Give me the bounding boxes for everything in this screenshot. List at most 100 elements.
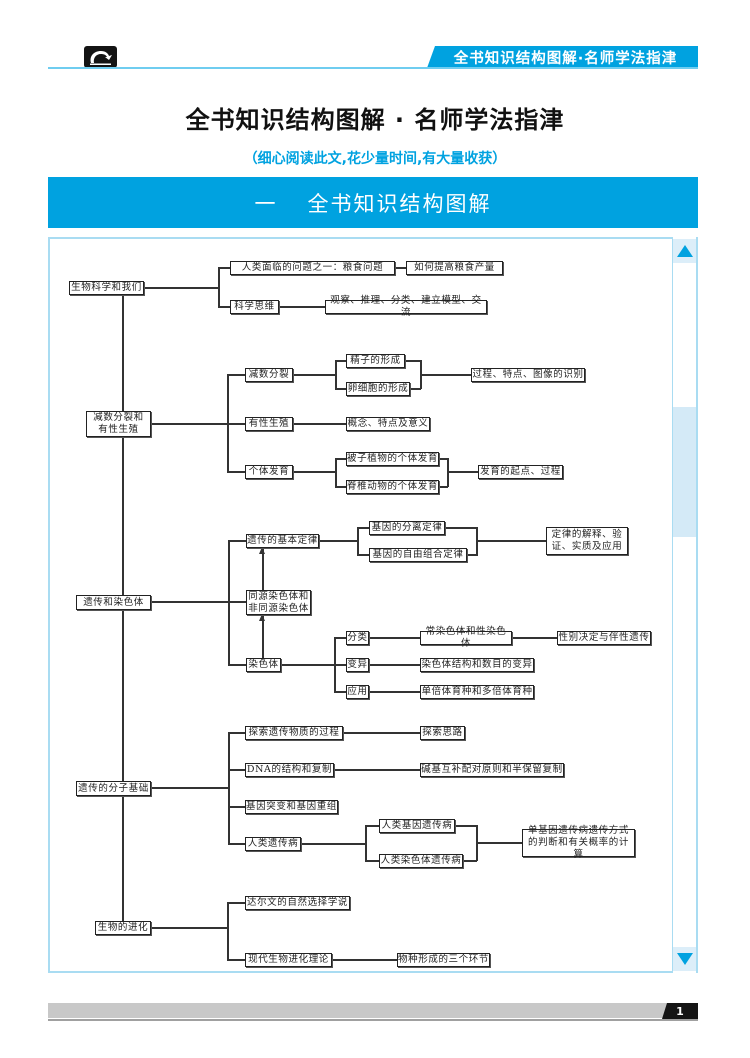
connector-line <box>343 732 420 734</box>
connector-line <box>218 306 230 308</box>
publisher-logo <box>84 46 117 68</box>
leaf-node: 探索思路 <box>420 726 465 740</box>
connector-line <box>228 769 245 771</box>
connector-line <box>335 458 337 488</box>
root-topic-node: 减数分裂和 有性生殖 <box>86 411 151 437</box>
branch-node: 现代生物进化理论 <box>245 953 332 967</box>
sub-branch-node: 应用 <box>346 685 369 699</box>
footer-divider <box>48 1019 698 1021</box>
connector-line <box>293 374 336 376</box>
branch-node: 达尔文的自然选择学说 <box>245 896 350 910</box>
page-subtitle: （细心阅读此文,花少量时间,有大量收获） <box>243 151 507 167</box>
connector-line <box>467 554 477 556</box>
leaf-node: 单倍体育种和多倍体育种 <box>420 685 534 699</box>
connector-line <box>512 637 557 639</box>
triangle-up-icon <box>676 245 693 257</box>
vertical-scrollbar[interactable] <box>672 237 698 973</box>
connector-line <box>357 554 369 556</box>
footer-bar <box>48 1003 670 1018</box>
connector-line <box>279 306 325 308</box>
connector-line <box>228 540 246 542</box>
connector-line <box>332 959 397 961</box>
leaf-node: 人类染色体遗传病 <box>379 854 463 868</box>
branch-node: 遗传的基本定律 <box>246 534 319 548</box>
connector-line <box>144 287 219 289</box>
connector-line <box>335 360 337 390</box>
connector-line <box>365 860 379 862</box>
scrollbar-thumb[interactable] <box>673 406 696 537</box>
leaf-node: 脊椎动物的个体发育 <box>346 480 439 494</box>
outcome-node: 发育的起点、过程 <box>478 465 563 479</box>
branch-node: 减数分裂 <box>245 368 293 382</box>
connector-line <box>151 423 245 425</box>
connector-line <box>448 471 478 473</box>
section-banner: 一 全书知识结构图解 <box>48 177 698 228</box>
scroll-down-button[interactable] <box>673 947 696 971</box>
leaf-node: 精子的形成 <box>346 354 405 368</box>
connector-line <box>335 486 346 488</box>
connector-line <box>365 825 367 862</box>
connector-line <box>410 388 421 390</box>
swoosh-icon <box>90 51 112 65</box>
page-number-badge: 1 <box>662 1003 698 1019</box>
connector-line <box>334 637 336 694</box>
connector-line <box>477 842 522 844</box>
page-number: 1 <box>676 1004 684 1018</box>
leaf-node: 卵细胞的形成 <box>346 382 410 396</box>
connector-line <box>218 267 220 309</box>
section-number: 一 <box>254 191 278 216</box>
connector-line <box>463 860 477 862</box>
connector-line <box>151 601 246 603</box>
outcome-node: 过程、特点、图像的识别 <box>471 368 585 382</box>
connector-line <box>405 360 421 362</box>
connector-line <box>218 267 230 269</box>
outcome-node: 定律的解释、验 证、实质及应用 <box>546 527 628 555</box>
running-header-title: 全书知识结构图解·名师学法指津 <box>453 50 678 67</box>
leaf-node: 染色体结构和数目的变异 <box>420 658 534 672</box>
connector-line <box>335 360 346 362</box>
branch-node: 有性生殖 <box>245 417 293 431</box>
arrow-connector <box>259 614 266 658</box>
outcome-node: 性别决定与伴性遗传 <box>557 631 651 645</box>
leaf-node: 观察、推理、分类、建立模型、交流 <box>325 295 487 318</box>
connector-line <box>439 486 448 488</box>
connector-line <box>227 374 245 376</box>
branch-node: 同源染色体和 非同源染色体 <box>246 590 311 615</box>
connector-line <box>369 664 420 666</box>
arrowhead-up-icon <box>259 614 266 621</box>
leaf-node: 常染色体和性染色体 <box>420 626 512 649</box>
connector-line <box>395 267 406 269</box>
leaf-node: 物种形成的三个环节 <box>397 953 490 967</box>
leaf-node: 人类基因遗传病 <box>379 819 455 833</box>
connector-line <box>293 471 336 473</box>
leaf-node: 基因的分离定律 <box>369 521 445 535</box>
root-topic-node: 生物的进化 <box>95 921 151 935</box>
outcome-node: 单基因遗传病遗传方式 的判断和有关概率的计算 <box>522 825 635 860</box>
scroll-up-button[interactable] <box>673 239 696 263</box>
connector-line <box>439 458 448 460</box>
connector-line <box>334 769 420 771</box>
branch-node: 基因突变和基因重组 <box>245 800 338 814</box>
connector-line <box>227 959 245 961</box>
branch-node: 染色体 <box>246 658 281 672</box>
connector-line <box>357 527 359 557</box>
branch-node: 科学思维 <box>230 300 279 314</box>
connector-line <box>228 732 245 734</box>
connector-line <box>447 458 449 488</box>
connector-line <box>455 825 477 827</box>
connector-line <box>228 664 246 666</box>
connector-line <box>281 664 346 666</box>
connector-line <box>335 388 346 390</box>
root-topic-node: 遗传和染色体 <box>76 595 151 610</box>
leaf-node: 概念、特点及意义 <box>346 417 430 431</box>
connector-line <box>476 527 478 557</box>
connector-line <box>228 540 230 666</box>
leaf-node: 基因的自由组合定律 <box>369 548 467 562</box>
connector-line <box>477 540 546 542</box>
connector-line <box>227 471 245 473</box>
connector-line <box>293 423 346 425</box>
connector-line <box>319 540 358 542</box>
connector-line <box>334 637 346 639</box>
branch-node: 个体发育 <box>245 465 293 479</box>
